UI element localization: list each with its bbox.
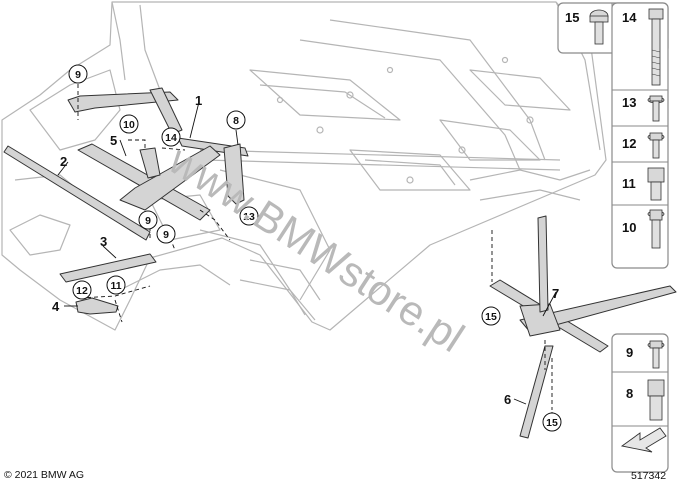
legend-label-10: 10 [622, 220, 636, 235]
part-3-lower-strut [59, 253, 157, 283]
callout-5: 5 [110, 133, 117, 148]
part-8-bracket [223, 143, 245, 205]
legend-label-12: 12 [622, 136, 636, 151]
callout-7: 7 [552, 286, 559, 301]
svg-text:15: 15 [485, 311, 497, 323]
bolt-14-icon [648, 8, 664, 86]
highlighted-parts [3, 87, 677, 439]
callout-8: 8 [226, 110, 246, 130]
svg-text:12: 12 [76, 285, 88, 297]
callouts: 1 2 3 4 5 6 7 8 9 9 9 10 11 [52, 64, 562, 432]
svg-text:10: 10 [123, 119, 135, 131]
callout-13: 13 [239, 206, 259, 226]
svg-text:9: 9 [163, 229, 169, 241]
bolt-8-icon [647, 379, 665, 421]
legend-label-13: 13 [622, 95, 636, 110]
legend-label-9: 9 [626, 345, 633, 360]
leader-lines [57, 101, 557, 405]
bolt-10-icon [647, 209, 665, 249]
callout-6: 6 [504, 392, 511, 407]
callout-1: 1 [195, 93, 202, 108]
legend-label-8: 8 [626, 386, 633, 401]
legend-label-11: 11 [622, 176, 636, 191]
part-5-x-brace-b [119, 145, 221, 211]
callout-10: 10 [119, 114, 139, 134]
bolt-12-icon [647, 132, 665, 159]
direction-arrow-icon [620, 427, 667, 453]
car-body-underbody [1, 1, 607, 331]
callout-11: 11 [106, 275, 126, 295]
svg-text:8: 8 [233, 115, 239, 127]
part-2-strut-bar [3, 145, 151, 241]
bolt-11-icon [647, 167, 665, 201]
legend-label-14: 14 [622, 10, 637, 25]
callout-12: 12 [72, 280, 92, 300]
svg-text:14: 14 [165, 132, 177, 144]
callout-3: 3 [100, 234, 107, 249]
callout-14: 14 [161, 127, 181, 147]
diagram-id: 517342 [631, 470, 666, 482]
callout-15-upper: 15 [481, 306, 501, 326]
callout-9-mid-a: 9 [138, 210, 158, 230]
bolt-15-icon [589, 9, 609, 45]
svg-text:9: 9 [145, 215, 151, 227]
copyright-text: © 2021 BMW AG [4, 469, 84, 481]
part-4-bracket [75, 297, 119, 315]
callout-15-lower: 15 [542, 412, 562, 432]
callout-2: 2 [60, 154, 67, 169]
bolt-13-icon [647, 95, 665, 122]
part-7-rear-brace-cross [519, 285, 677, 333]
part-7-upright [537, 215, 549, 313]
callout-9-mid-b: 9 [156, 224, 176, 244]
part-1-strut-brace [67, 91, 179, 113]
fastener-legend: 15 14 13 12 11 [557, 2, 669, 473]
svg-text:13: 13 [243, 211, 255, 223]
callout-4: 4 [52, 299, 60, 314]
svg-text:15: 15 [546, 417, 558, 429]
part-1-diagonal [149, 87, 183, 135]
svg-text:9: 9 [75, 69, 81, 81]
part-5-bracket [139, 147, 161, 179]
callout-9-top: 9 [68, 64, 88, 84]
bolt-9-icon [647, 340, 665, 369]
svg-text:11: 11 [110, 280, 121, 292]
legend-label-15: 15 [565, 10, 579, 25]
